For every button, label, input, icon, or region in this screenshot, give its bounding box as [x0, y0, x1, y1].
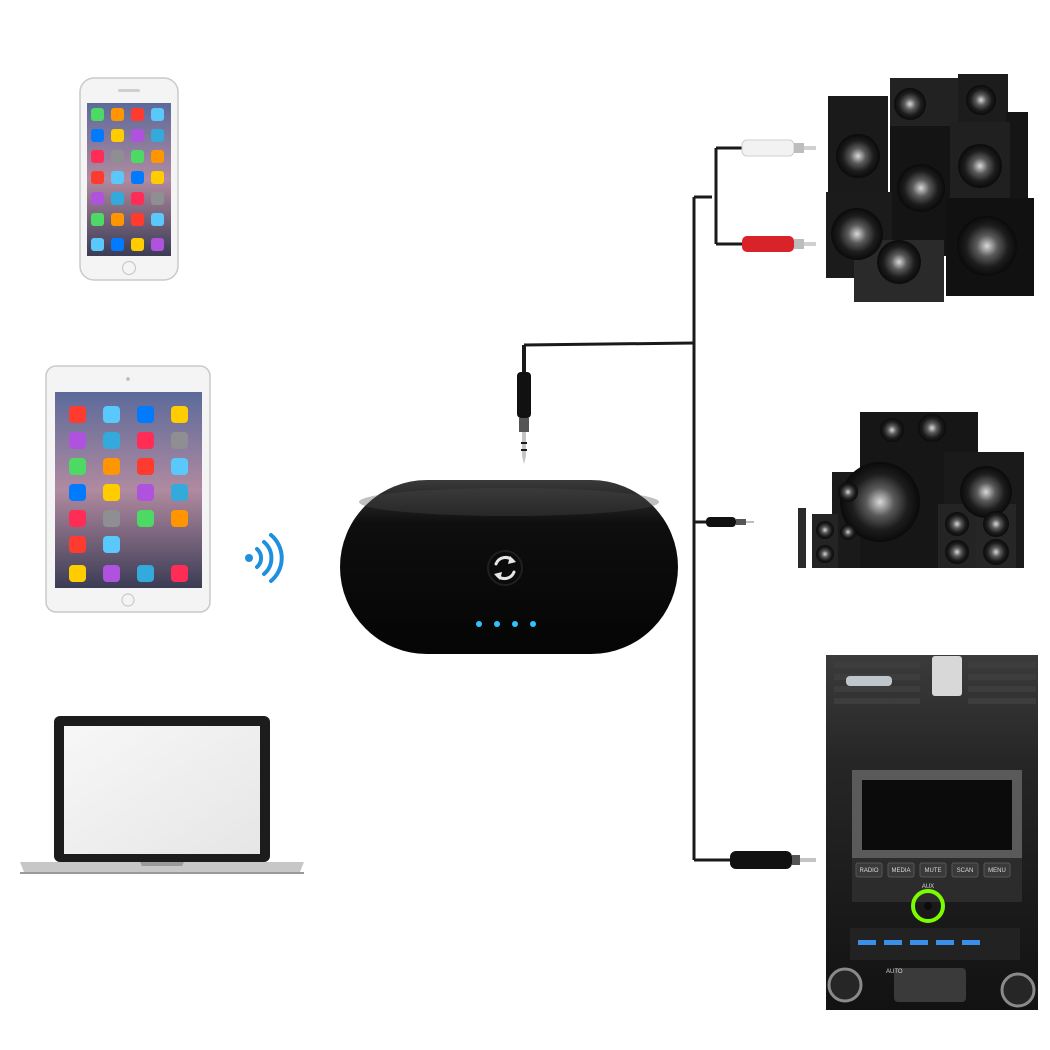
- aux-plug-car: [730, 851, 816, 869]
- status-led: [530, 621, 536, 627]
- app-icon[interactable]: [131, 150, 144, 163]
- app-icon[interactable]: [137, 432, 154, 449]
- car-button[interactable]: [983, 862, 1011, 878]
- status-leds: [476, 621, 536, 627]
- app-icon[interactable]: [131, 171, 144, 184]
- app-icon[interactable]: [69, 510, 86, 527]
- app-icon[interactable]: [91, 129, 104, 142]
- dock-icon[interactable]: [137, 565, 154, 582]
- car-button-label: RADIO: [859, 868, 878, 874]
- app-icon[interactable]: [91, 150, 104, 163]
- auto-label: AUTO: [886, 969, 903, 975]
- status-led: [494, 621, 500, 627]
- app-icon[interactable]: [131, 192, 144, 205]
- rca-plug-red: [742, 236, 816, 252]
- app-icon[interactable]: [171, 406, 188, 423]
- car-button-label: SCAN: [957, 868, 974, 874]
- car-button-label: MEDIA: [891, 868, 910, 874]
- app-icon[interactable]: [103, 484, 120, 501]
- app-icon[interactable]: [171, 510, 188, 527]
- app-icon[interactable]: [171, 432, 188, 449]
- app-icon[interactable]: [69, 536, 86, 553]
- cable-network: [523, 146, 744, 862]
- app-icon[interactable]: [103, 406, 120, 423]
- laptop: [20, 716, 304, 874]
- car-button[interactable]: [887, 862, 915, 878]
- app-icon[interactable]: [151, 150, 164, 163]
- app-icon[interactable]: [91, 213, 104, 226]
- app-icon[interactable]: [69, 432, 86, 449]
- app-icon[interactable]: [137, 484, 154, 501]
- car-button[interactable]: [951, 862, 979, 878]
- app-icon[interactable]: [137, 510, 154, 527]
- phone-app-grid: [91, 108, 164, 251]
- aux-label: AUX: [922, 884, 934, 890]
- aux-plug-speakers: [706, 517, 754, 527]
- tablet: [45, 365, 211, 613]
- app-icon[interactable]: [103, 458, 120, 475]
- app-icon[interactable]: [131, 108, 144, 121]
- wifi-signal-icon: [245, 533, 284, 583]
- smartphone: [79, 77, 179, 281]
- app-icon[interactable]: [103, 432, 120, 449]
- app-icon[interactable]: [151, 213, 164, 226]
- app-icon[interactable]: [131, 213, 144, 226]
- car-button-label: MENU: [988, 868, 1006, 874]
- sync-arrows-icon[interactable]: [487, 550, 523, 586]
- car-button[interactable]: [919, 862, 947, 878]
- app-icon[interactable]: [91, 108, 104, 121]
- app-icon[interactable]: [131, 129, 144, 142]
- app-icon[interactable]: [137, 406, 154, 423]
- app-icon[interactable]: [111, 129, 124, 142]
- dock-icon[interactable]: [69, 565, 86, 582]
- speaker-stack: [826, 74, 1034, 302]
- dock-icon[interactable]: [151, 238, 164, 251]
- rca-plug-white: [741, 139, 816, 157]
- app-icon[interactable]: [111, 108, 124, 121]
- aux-plug-hub: [517, 345, 531, 464]
- app-icon[interactable]: [171, 484, 188, 501]
- app-icon[interactable]: [137, 458, 154, 475]
- car-stereo-buttons: RADIO MEDIA MUTE SCAN MENU: [855, 862, 1011, 878]
- aux-port-highlight: [911, 889, 945, 923]
- app-icon[interactable]: [111, 192, 124, 205]
- status-led: [476, 621, 482, 627]
- dock-icon[interactable]: [91, 238, 104, 251]
- app-icon[interactable]: [103, 510, 120, 527]
- home-theater-speakers: [798, 412, 1024, 568]
- app-icon[interactable]: [151, 192, 164, 205]
- app-icon[interactable]: [171, 458, 188, 475]
- app-icon[interactable]: [111, 213, 124, 226]
- tablet-app-grid: [69, 406, 188, 582]
- dock-icon[interactable]: [131, 238, 144, 251]
- app-icon[interactable]: [103, 536, 120, 553]
- app-icon[interactable]: [91, 192, 104, 205]
- app-icon[interactable]: [69, 458, 86, 475]
- app-icon[interactable]: [69, 484, 86, 501]
- status-led: [512, 621, 518, 627]
- app-icon[interactable]: [151, 171, 164, 184]
- dock-icon[interactable]: [111, 238, 124, 251]
- car-button[interactable]: [855, 862, 883, 878]
- app-icon[interactable]: [111, 171, 124, 184]
- app-icon[interactable]: [111, 150, 124, 163]
- car-stereo: RADIO MEDIA MUTE SCAN MENU AUX AUTO: [826, 655, 1038, 1010]
- bluetooth-hub: [340, 480, 678, 654]
- app-icon[interactable]: [151, 108, 164, 121]
- app-icon[interactable]: [69, 406, 86, 423]
- car-button-label: MUTE: [925, 868, 942, 874]
- app-icon[interactable]: [151, 129, 164, 142]
- dock-icon[interactable]: [171, 565, 188, 582]
- app-icon[interactable]: [91, 171, 104, 184]
- dock-icon[interactable]: [103, 565, 120, 582]
